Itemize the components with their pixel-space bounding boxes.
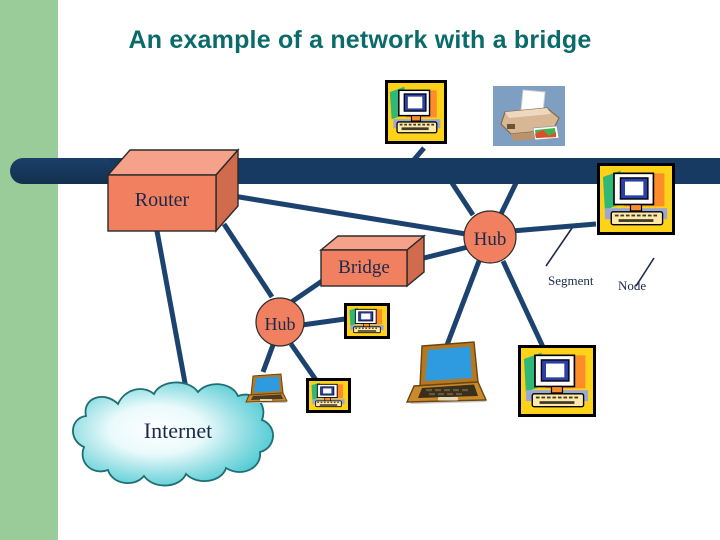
decorative-green-strip bbox=[0, 0, 58, 540]
link-hub-left-pc-lower bbox=[288, 342, 319, 382]
laptop-icon-center[interactable] bbox=[404, 340, 488, 406]
desktop-computer-icon-bottom-right[interactable] bbox=[518, 345, 596, 417]
desktop-computer-icon-mid[interactable] bbox=[344, 303, 390, 339]
desktop-computer-icon-top[interactable] bbox=[385, 80, 447, 144]
link-hub-left-pc-mid bbox=[301, 316, 346, 328]
leader-segment bbox=[545, 227, 573, 267]
connection-lines bbox=[154, 146, 597, 411]
node-internet-label: Internet bbox=[144, 418, 212, 443]
node-hub-left-label: Hub bbox=[265, 314, 296, 334]
node-hub-right[interactable]: Hub bbox=[463, 210, 517, 264]
node-hub-right-label: Hub bbox=[474, 229, 507, 250]
desktop-computer-icon-lower-left[interactable] bbox=[306, 378, 351, 413]
callout-segment-label: Segment bbox=[548, 273, 594, 288]
callout-leaders bbox=[545, 227, 655, 287]
page-title: An example of a network with a bridge bbox=[128, 26, 592, 54]
link-backbone-hub-b bbox=[497, 181, 519, 218]
laptop-icon-left[interactable] bbox=[243, 371, 289, 405]
desktop-computer-icon-right[interactable] bbox=[597, 163, 675, 235]
link-hub-right-pc-right bbox=[511, 221, 597, 234]
node-internet[interactable]: Internet bbox=[72, 381, 274, 487]
link-hub-right-pc-bottom bbox=[500, 259, 546, 349]
link-backbone-hub-a bbox=[449, 181, 476, 217]
node-bridge[interactable]: Bridge bbox=[319, 234, 426, 288]
node-router-label: Router bbox=[135, 189, 190, 211]
link-router-hub-left bbox=[221, 222, 275, 299]
callout-node-label: Node bbox=[618, 278, 646, 293]
node-hub-left[interactable]: Hub bbox=[255, 297, 305, 347]
leader-node bbox=[635, 257, 655, 287]
node-router[interactable]: Router bbox=[106, 148, 240, 233]
link-hub-right-laptop bbox=[444, 260, 482, 346]
link-bridge-hub-left bbox=[288, 276, 327, 306]
link-hub-left-laptop bbox=[260, 344, 276, 373]
link-router-internet bbox=[154, 230, 193, 411]
node-bridge-label: Bridge bbox=[338, 257, 390, 278]
link-router-hub-right bbox=[232, 193, 467, 237]
printer-icon[interactable] bbox=[493, 86, 565, 146]
